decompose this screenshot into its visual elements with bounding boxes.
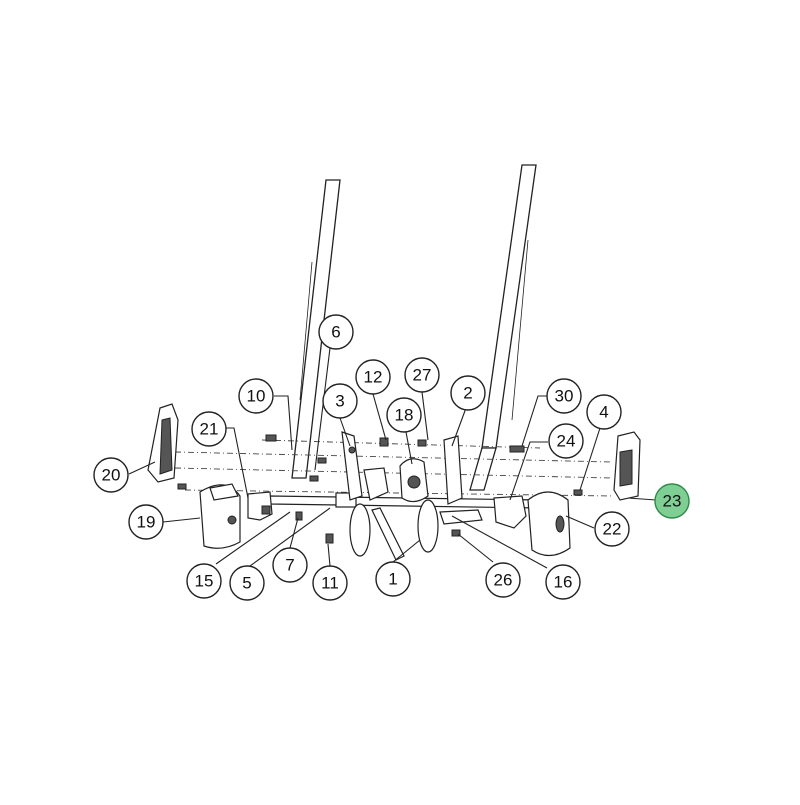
callout-label: 20 — [102, 466, 121, 485]
callout-label: 26 — [494, 571, 513, 590]
callout-label: 22 — [603, 520, 622, 539]
callout-1[interactable]: 1 — [375, 561, 411, 597]
callout-6[interactable]: 6 — [318, 314, 354, 350]
callout-label: 4 — [599, 403, 608, 422]
part-23-cover-plate — [613, 431, 641, 501]
callout-15[interactable]: 15 — [186, 563, 222, 599]
callout-20[interactable]: 20 — [93, 457, 129, 493]
part-16-bracket — [439, 509, 483, 525]
assembly-center-lines — [174, 439, 613, 497]
callout-26[interactable]: 26 — [485, 562, 521, 598]
callout-11[interactable]: 11 — [312, 565, 348, 601]
callout-12[interactable]: 12 — [355, 359, 391, 395]
callout-10[interactable]: 10 — [238, 378, 274, 414]
callout-label: 19 — [137, 513, 156, 532]
callout-16[interactable]: 16 — [545, 564, 581, 600]
part-3-side-plate — [341, 431, 363, 501]
callout-label: 12 — [364, 368, 383, 387]
handle-right — [469, 164, 537, 491]
callout-label: 6 — [331, 323, 340, 342]
callout-label: 3 — [335, 392, 344, 411]
callout-label: 24 — [557, 432, 576, 451]
callout-5[interactable]: 5 — [229, 565, 265, 601]
callout-label: 10 — [247, 387, 266, 406]
callout-18[interactable]: 18 — [386, 397, 422, 433]
callout-label: 2 — [463, 384, 472, 403]
part-2-right-plate — [443, 435, 463, 505]
callout-label: 23 — [663, 492, 682, 511]
callout-label: 11 — [321, 574, 339, 593]
callout-24[interactable]: 24 — [548, 423, 584, 459]
callout-2[interactable]: 2 — [450, 375, 486, 411]
callout-label: 1 — [388, 570, 397, 589]
callout-label: 16 — [554, 573, 573, 592]
callout-label: 5 — [242, 574, 251, 593]
callout-23[interactable]: 23 — [654, 483, 690, 519]
callout-21[interactable]: 21 — [191, 411, 227, 447]
callout-label: 21 — [200, 420, 219, 439]
callout-label: 18 — [395, 406, 414, 425]
callout-27[interactable]: 27 — [404, 357, 440, 393]
part-18-clamp — [363, 458, 429, 503]
part-24-bracket — [493, 495, 527, 529]
part-20-cover-plate — [147, 403, 179, 483]
gear-discs — [349, 499, 439, 561]
left-bolts — [177, 434, 334, 544]
callout-22[interactable]: 22 — [594, 511, 630, 547]
handle-left — [291, 179, 341, 479]
part-19-wheel-housing — [199, 483, 241, 549]
callout-label: 15 — [195, 572, 214, 591]
callout-label: 27 — [413, 366, 432, 385]
leader-lines — [128, 347, 657, 569]
part-22-wheel-housing — [527, 491, 571, 557]
part-21-bracket — [247, 491, 273, 521]
callout-30[interactable]: 30 — [546, 378, 582, 414]
callout-label: 7 — [285, 556, 294, 575]
callout-7[interactable]: 7 — [272, 547, 308, 583]
callout-label: 30 — [555, 387, 574, 406]
callout-19[interactable]: 19 — [128, 504, 164, 540]
right-bolts — [379, 437, 583, 537]
callout-4[interactable]: 4 — [586, 394, 622, 430]
callout-3[interactable]: 3 — [322, 383, 358, 419]
